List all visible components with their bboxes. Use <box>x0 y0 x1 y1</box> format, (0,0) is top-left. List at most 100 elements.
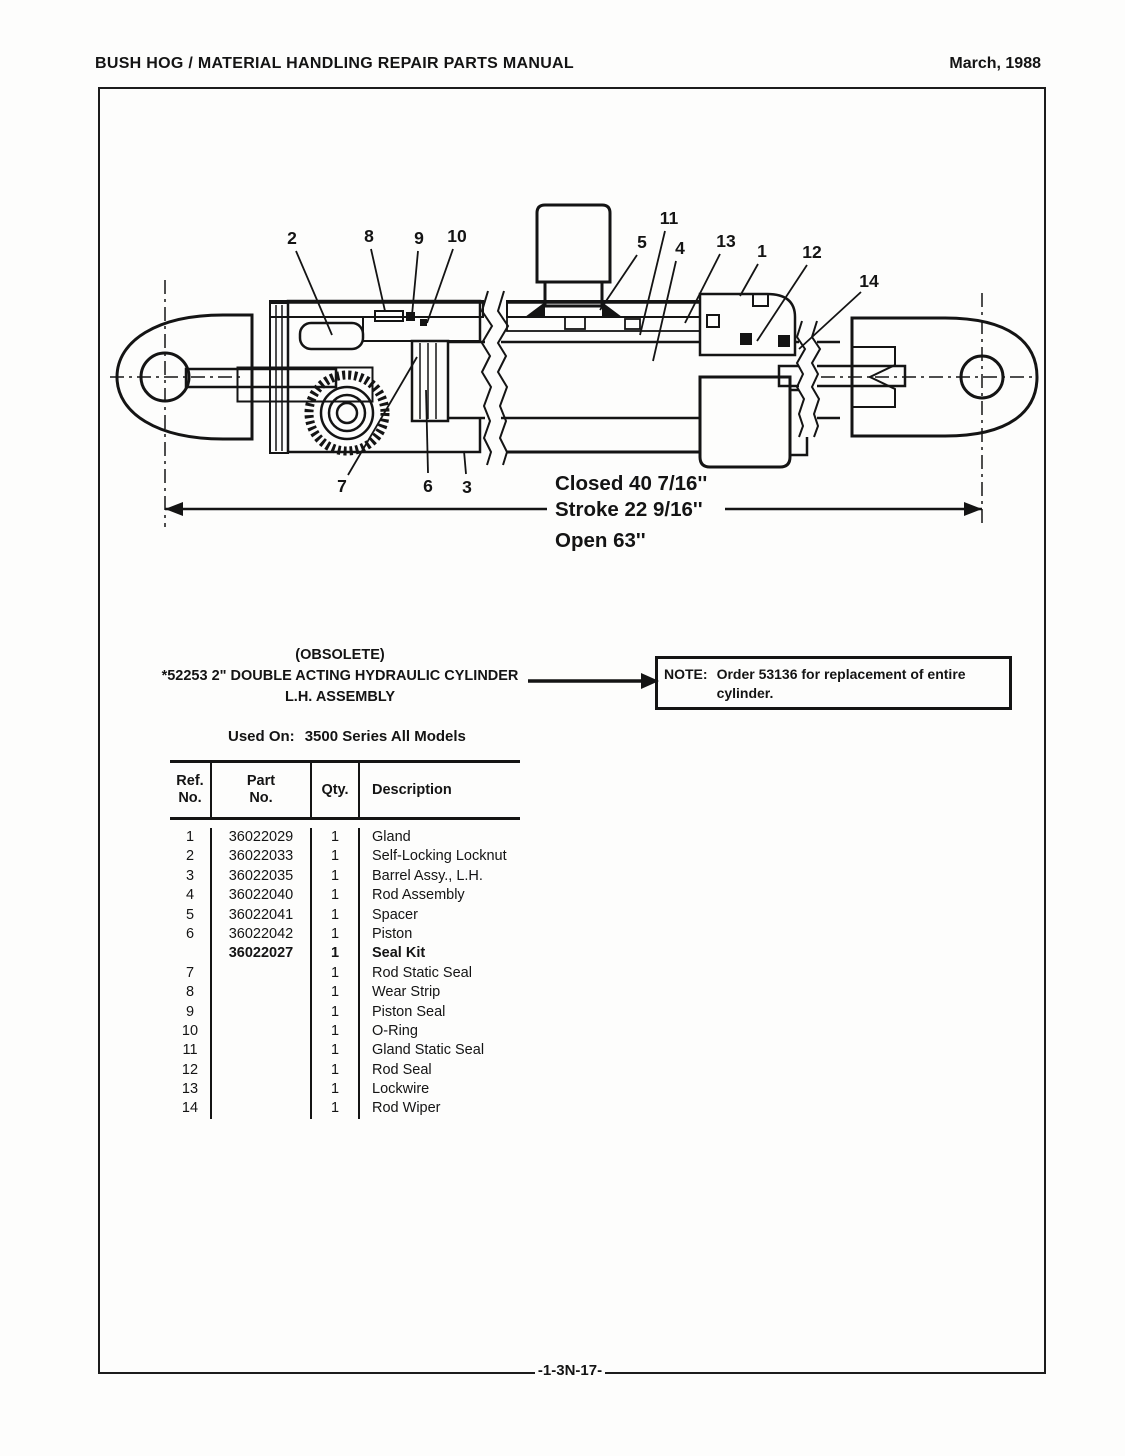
cell-ref: 4 <box>170 886 212 906</box>
note-label: NOTE: <box>664 666 708 682</box>
cell-qty: 1 <box>312 1021 360 1042</box>
callout-14: 14 <box>859 271 879 291</box>
gland-top-slot <box>752 293 769 307</box>
cell-qty: 1 <box>312 1080 360 1100</box>
table-row: 5 36022041 1 Spacer <box>170 905 520 925</box>
cell-ref: 10 <box>170 1021 212 1042</box>
callout-2: 2 <box>287 228 297 248</box>
cell-part <box>212 1080 312 1100</box>
callout-4: 4 <box>675 238 685 258</box>
locknut-and-threads <box>184 302 338 454</box>
cell-qty: 1 <box>312 1060 360 1081</box>
cell-qty: 1 <box>312 886 360 906</box>
cell-part <box>212 983 312 1003</box>
manual-title: BUSH HOG / MATERIAL HANDLING REPAIR PART… <box>95 55 574 72</box>
callout-11: 11 <box>660 208 679 228</box>
table-row: 36022027 1 Seal Kit <box>170 944 520 964</box>
cell-part <box>212 1060 312 1081</box>
cell-desc: Spacer <box>372 906 418 923</box>
table-row: 13 1 Lockwire <box>170 1080 520 1100</box>
cell-part: 36022029 <box>212 828 312 848</box>
cell-qty: 1 <box>312 847 360 867</box>
cell-desc: Rod Seal <box>372 1061 432 1078</box>
cell-qty: 1 <box>312 866 360 887</box>
cell-part: 36022042 <box>212 924 312 945</box>
issue-date: March, 1988 <box>949 55 1041 72</box>
cell-qty: 1 <box>312 963 360 984</box>
table-row: 6 36022042 1 Piston <box>170 924 520 945</box>
cell-desc: Gland Static Seal <box>372 1042 485 1059</box>
cell-desc: Piston <box>372 925 413 942</box>
cell-part: 36022033 <box>212 847 312 867</box>
cell-desc: Wear Strip <box>372 984 441 1001</box>
cell-part <box>212 1021 312 1042</box>
table-row: 3 36022035 1 Barrel Assy., L.H. <box>170 866 520 887</box>
cell-ref: 14 <box>170 1099 212 1119</box>
dim-open: Open 63'' <box>555 529 646 552</box>
cell-part: 36022041 <box>212 905 312 925</box>
cell-desc: Piston Seal <box>372 1003 446 1020</box>
obsolete-flag: (OBSOLETE) <box>295 647 385 663</box>
page-code: -1-3N-17- <box>534 1362 606 1379</box>
cell-qty: 1 <box>312 924 360 945</box>
callout-7: 7 <box>337 476 347 496</box>
table-row: 8 1 Wear Strip <box>170 983 520 1003</box>
assembly-name-line2: L.H. ASSEMBLY <box>284 689 396 705</box>
cell-ref: 2 <box>170 847 212 867</box>
callout-9: 9 <box>414 228 424 248</box>
callout-6: 6 <box>423 476 433 496</box>
piston <box>410 339 450 423</box>
cell-ref: 11 <box>170 1041 212 1061</box>
note-box: NOTE: Order 53136 for replacement of ent… <box>655 656 1012 710</box>
cell-desc: Barrel Assy., L.H. <box>372 867 483 884</box>
cell-part <box>212 1041 312 1061</box>
cell-ref: 7 <box>170 963 212 984</box>
cell-qty: 1 <box>312 828 360 848</box>
assembly-title: (OBSOLETE) *52253 2" DOUBLE ACTING HYDRA… <box>150 645 530 708</box>
callout-5: 5 <box>637 232 647 252</box>
cell-desc: Rod Wiper <box>372 1100 441 1117</box>
dimension-line <box>165 502 982 516</box>
table-row: 10 1 O-Ring <box>170 1021 520 1042</box>
cell-qty: 1 <box>312 905 360 925</box>
dimension-arrow-right <box>964 502 982 516</box>
callout-1: 1 <box>757 241 767 261</box>
left-rod-eye <box>115 280 254 527</box>
port-fitting <box>525 203 622 317</box>
assembly-name: *52253 2" DOUBLE ACTING HYDRAULIC CYLIND… <box>161 668 519 684</box>
cell-ref: 6 <box>170 924 212 945</box>
dim-stroke: Stroke 22 9/16'' <box>555 498 703 521</box>
callout-12: 12 <box>802 242 822 262</box>
col-qty: Qty. <box>312 763 360 817</box>
cell-desc: Self-Locking Locknut <box>372 848 507 865</box>
table-row: 1 36022029 1 Gland <box>170 828 520 848</box>
cell-qty: 1 <box>312 1002 360 1022</box>
table-row: 9 1 Piston Seal <box>170 1002 520 1022</box>
cell-desc: O-Ring <box>372 1022 418 1039</box>
cell-part: 36022035 <box>212 866 312 887</box>
o-ring <box>420 319 427 326</box>
rod-seal <box>740 333 752 345</box>
cell-part <box>212 1099 312 1119</box>
cell-ref <box>170 944 212 964</box>
cell-ref: 1 <box>170 828 212 848</box>
col-ref-no: Ref.No. <box>170 763 212 817</box>
cell-ref: 8 <box>170 983 212 1003</box>
callout-3: 3 <box>462 477 472 497</box>
note-text: Order 53136 for replacement of entire cy… <box>716 666 966 701</box>
used-on: Used On:3500 Series All Models <box>228 728 476 745</box>
callout-leaders <box>295 230 862 476</box>
lockwire <box>706 314 720 328</box>
table-row: 4 36022040 1 Rod Assembly <box>170 886 520 906</box>
table-row: 2 36022033 1 Self-Locking Locknut <box>170 847 520 867</box>
note-arrow <box>528 673 659 689</box>
page-footer: -1-3N-17- <box>98 1362 1042 1380</box>
cell-ref: 9 <box>170 1002 212 1022</box>
cell-desc: Seal Kit <box>372 945 426 962</box>
callout-10: 10 <box>447 226 467 246</box>
break-lines-rod <box>795 320 822 438</box>
cell-ref: 5 <box>170 905 212 925</box>
